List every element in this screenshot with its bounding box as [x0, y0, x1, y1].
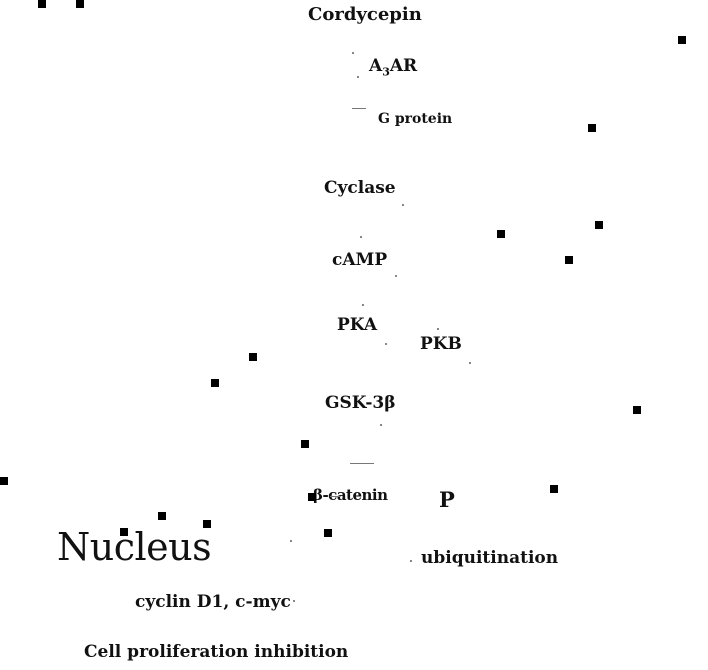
marker-square — [633, 406, 641, 414]
connector-speck — [385, 343, 387, 345]
marker-square — [595, 221, 603, 229]
marker-square — [76, 0, 84, 8]
marker-square — [565, 256, 573, 264]
pkb-label: PKB — [420, 334, 462, 354]
connector-speck — [362, 304, 364, 306]
gsk3b-label: GSK-3β — [325, 393, 396, 413]
marker-square — [249, 353, 257, 361]
connector-speck — [469, 362, 471, 364]
beta-catenin-label: β-catenin — [313, 486, 388, 504]
marker-square — [308, 493, 316, 501]
connector-speck — [437, 328, 439, 330]
connector-speck — [357, 76, 359, 78]
connector-speck — [380, 424, 382, 426]
connector-speck — [360, 236, 362, 238]
marker-square — [0, 477, 8, 485]
connector-speck — [290, 540, 292, 542]
a3ar-label: A3AR — [369, 56, 418, 79]
connector-speck — [395, 275, 397, 277]
connector-speck — [410, 560, 412, 562]
pka-label: PKA — [337, 315, 378, 335]
marker-square — [678, 36, 686, 44]
connector-speck — [402, 204, 404, 206]
connector-dash — [352, 108, 366, 109]
nucleus-label: Nucleus — [57, 525, 212, 569]
marker-square — [211, 379, 219, 387]
connector-speck — [352, 52, 354, 54]
marker-square — [38, 0, 46, 8]
g-protein-label: G protein — [378, 111, 453, 127]
camp-label: cAMP — [332, 250, 388, 270]
connector-dash — [350, 463, 374, 464]
cyclin-cmyc-label: cyclin D1, c-myc — [135, 592, 291, 612]
marker-square — [120, 528, 128, 536]
a3ar-subscript: 3 — [382, 65, 390, 79]
marker-square — [203, 520, 211, 528]
marker-square — [158, 512, 166, 520]
marker-square — [588, 124, 596, 132]
connector-speck — [293, 600, 295, 602]
phosphate-label: P — [439, 487, 455, 512]
cordycepin-label: Cordycepin — [308, 4, 422, 25]
connector-dash — [330, 496, 340, 497]
cell-proliferation-inhibition-label: Cell proliferation inhibition — [84, 642, 349, 662]
cyclase-label: Cyclase — [324, 178, 396, 198]
marker-square — [497, 230, 505, 238]
marker-square — [301, 440, 309, 448]
a3ar-end: AR — [389, 56, 418, 76]
a3ar-main: A — [369, 56, 383, 76]
ubiquitination-label: ubiquitination — [421, 548, 559, 568]
marker-square — [550, 485, 558, 493]
marker-square — [324, 529, 332, 537]
